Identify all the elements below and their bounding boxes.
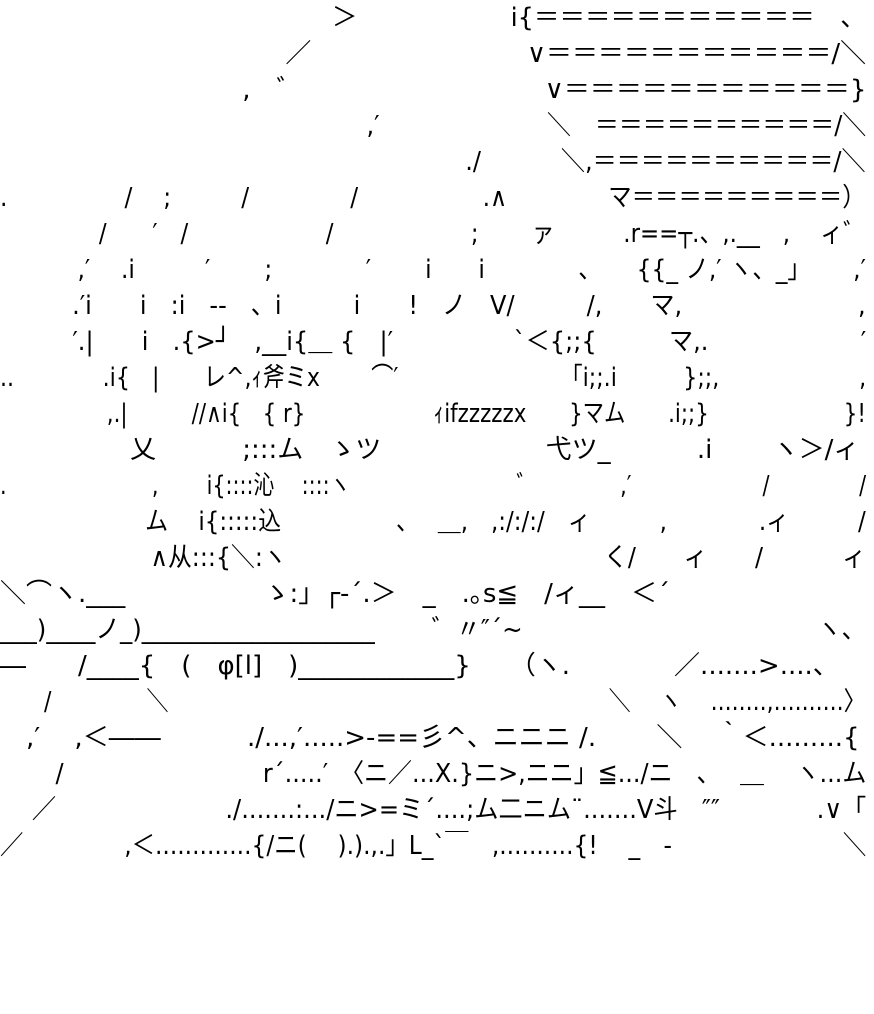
art-row: 乂 ;:::ム ゝツ 弋ツ_ .i ヽ＞/ィ [0,434,874,466]
art-row: . , i{::::沁 ::::ヽ ゛ ,′ / / [0,470,874,502]
art-line: ,′ ,＜―― ./...,′.....>-==彡^、ニニニ /. ＼ ｀＜..… [0,723,860,753]
art-line: 乂 ;:::ム ゝツ 弋ツ_ .i ヽ＞/ィ [0,435,860,465]
art-line: ,′ .i ′ ; ′ i i 、 {{_ ノ,′ ヽ、_」 ,′ [0,255,866,285]
art-line: , ゛ ∨＝＝＝＝＝＝＝＝＝＝＝} [0,75,867,105]
art-line: ,′ ＼ ＝＝＝＝＝＝＝＝＝＝/＼ [0,111,867,141]
art-row: .. .i{ | レ^,ｨ斧ミx ⌒′ 「i;;.i };;, , [0,362,874,394]
art-line: ,.| //∧i{ { r} ｨifzzzzzx }マム .i;;} }! [0,399,866,429]
art-line: ／ ∨＝＝＝＝＝＝＝＝＝＝＝/＼ [0,39,867,69]
art-row: , ゛ ∨＝＝＝＝＝＝＝＝＝＝＝} [0,74,874,106]
art-line: ＞ i{＝＝＝＝＝＝＝＝＝＝＝ 、 [0,3,866,33]
art-row: ＼⌒ヽ.___ ゝ:」┌-´.＞ _ .｡s≦ /ィ__ ＜´ [0,578,874,610]
art-line: ./ ＼,＝＝＝＝＝＝＝＝＝＝/＼ [0,147,866,177]
art-row: ＞ i{＝＝＝＝＝＝＝＝＝＝＝ 、 [0,2,874,34]
art-row: ム i{:::::込 、 ＿, ,:/:/:/ ィ , .ィ / [0,506,874,538]
art-row: ./ ＼,＝＝＝＝＝＝＝＝＝＝/＼ [0,146,874,178]
art-row: / ＼ ＼ ヽ ........,..........〉 [0,686,874,718]
art-row: .′i i :i -- 、i i ! ノ V/ /, マ, , [0,290,874,322]
art-row: ,′ .i ′ ; ′ i i 、 {{_ ノ,′ ヽ、_」 ,′ [0,254,874,286]
art-line: ∧从:::{＼:ヽ く/ ィ / ィ [0,543,866,573]
art-line: .′i i :i -- 、i i ! ノ V/ /, マ, , [0,291,866,321]
art-line: ___)____ノ_)___________________ ゛〃″´~ ヽ、 [0,615,867,645]
art-line: ／ ./.......:.../ニ>=ミ´....;ム二ニム¨.......V斗… [0,795,867,825]
art-row: ,.| //∧i{ { r} ｨifzzzzzx }マム .i;;} }! [0,398,874,430]
art-row: ___)____ノ_)___________________ ゛〃″´~ ヽ、 [0,614,874,646]
art-line: ム i{:::::込 、 ＿, ,:/:/:/ ィ , .ィ / [0,507,866,537]
art-row: / r´.....′ 〈ニ／...X.}ニ>,ニニ」≦.../ニ 、 ＿ ヽ..… [0,758,874,790]
art-row: . / ; / / .∧ マ＝＝＝＝＝＝＝＝＝） [0,182,874,214]
art-line: ― /____{ ( φ[l] )____________} （ヽ. ／....… [0,651,839,681]
art-line: ／ ,＜.............{/ニ( ).).,.」L_`￣ ,.....… [0,831,867,861]
art-line: / ′ / / ; ァ .r==┬.、,.__ , ィ゛ [0,219,867,249]
art-row: ／ ./.......:.../ニ>=ミ´....;ム二ニム¨.......V斗… [0,794,874,826]
art-row: ／ ,＜.............{/ニ( ).).,.」L_`￣ ,.....… [0,830,874,862]
art-row: ,′ ,＜―― ./...,′.....>-==彡^、ニニニ /. ＼ ｀＜..… [0,722,874,754]
art-row: ,′ ＼ ＝＝＝＝＝＝＝＝＝＝/＼ [0,110,874,142]
art-row: ′.| i .{>┘ ,__i{＿ { |′ `＜{;;{ マ,. ′ [0,326,874,358]
art-line: / ＼ ＼ ヽ ........,..........〉 [0,687,866,717]
art-row: ∧从:::{＼:ヽ く/ ィ / ィ [0,542,874,574]
art-row: ― /____{ ( φ[l] )____________} （ヽ. ／....… [0,650,874,682]
art-line: . / ; / / .∧ マ＝＝＝＝＝＝＝＝＝） [0,183,866,213]
art-line: . , i{::::沁 ::::ヽ ゛ ,′ / / [0,471,867,501]
art-line: ＼⌒ヽ.___ ゝ:」┌-´.＞ _ .｡s≦ /ィ__ ＜´ [0,579,670,609]
art-line: ′.| i .{>┘ ,__i{＿ { |′ `＜{;;{ マ,. ′ [0,327,867,357]
art-row: ／ ∨＝＝＝＝＝＝＝＝＝＝＝/＼ [0,38,874,70]
art-row: / ′ / / ; ァ .r==┬.、,.__ , ィ゛ [0,218,874,250]
art-line: / r´.....′ 〈ニ／...X.}ニ>,ニニ」≦.../ニ 、 ＿ ヽ..… [0,759,867,789]
art-line: .. .i{ | レ^,ｨ斧ミx ⌒′ 「i;;.i };;, , [0,363,867,393]
